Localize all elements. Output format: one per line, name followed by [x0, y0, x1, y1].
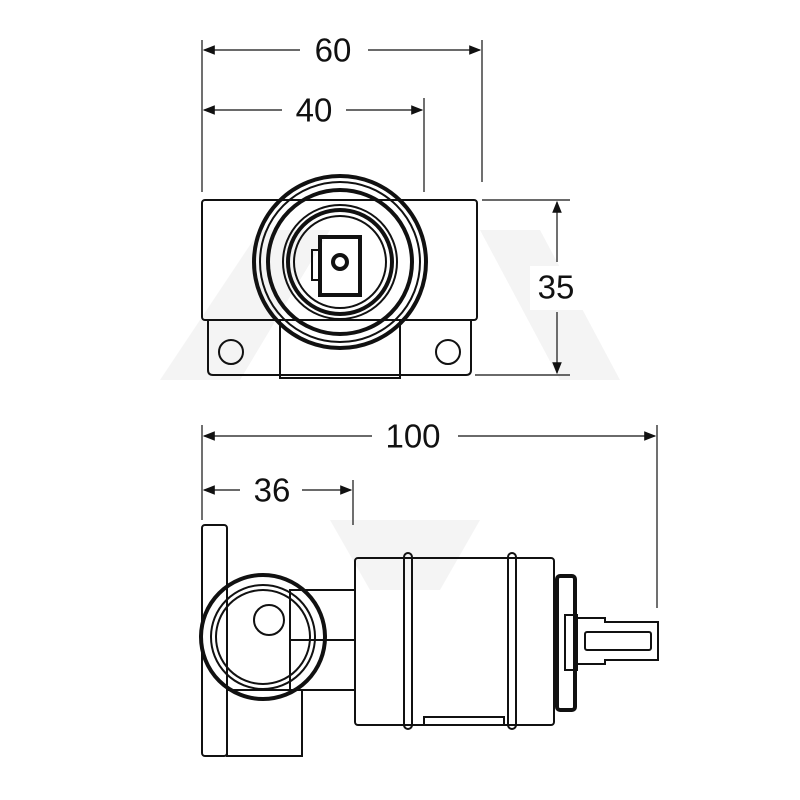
top-view — [201, 40, 570, 379]
dimension-label-35: 35 — [538, 269, 575, 306]
dimension-35 — [475, 199, 570, 376]
dimension-label-60: 60 — [315, 32, 352, 69]
dimension-label-36: 36 — [254, 472, 291, 509]
mounting-hole-right — [435, 339, 461, 365]
mounting-hole-left — [218, 339, 244, 365]
dimension-label-40: 40 — [296, 92, 333, 129]
dimension-36 — [202, 480, 354, 525]
dimension-40 — [202, 98, 425, 192]
side-view — [199, 425, 659, 757]
valve-body-side — [199, 524, 659, 757]
dimension-60 — [201, 40, 483, 192]
dimension-label-100: 100 — [385, 418, 440, 455]
valve-body-top — [201, 174, 478, 379]
dimension-100 — [201, 425, 658, 608]
